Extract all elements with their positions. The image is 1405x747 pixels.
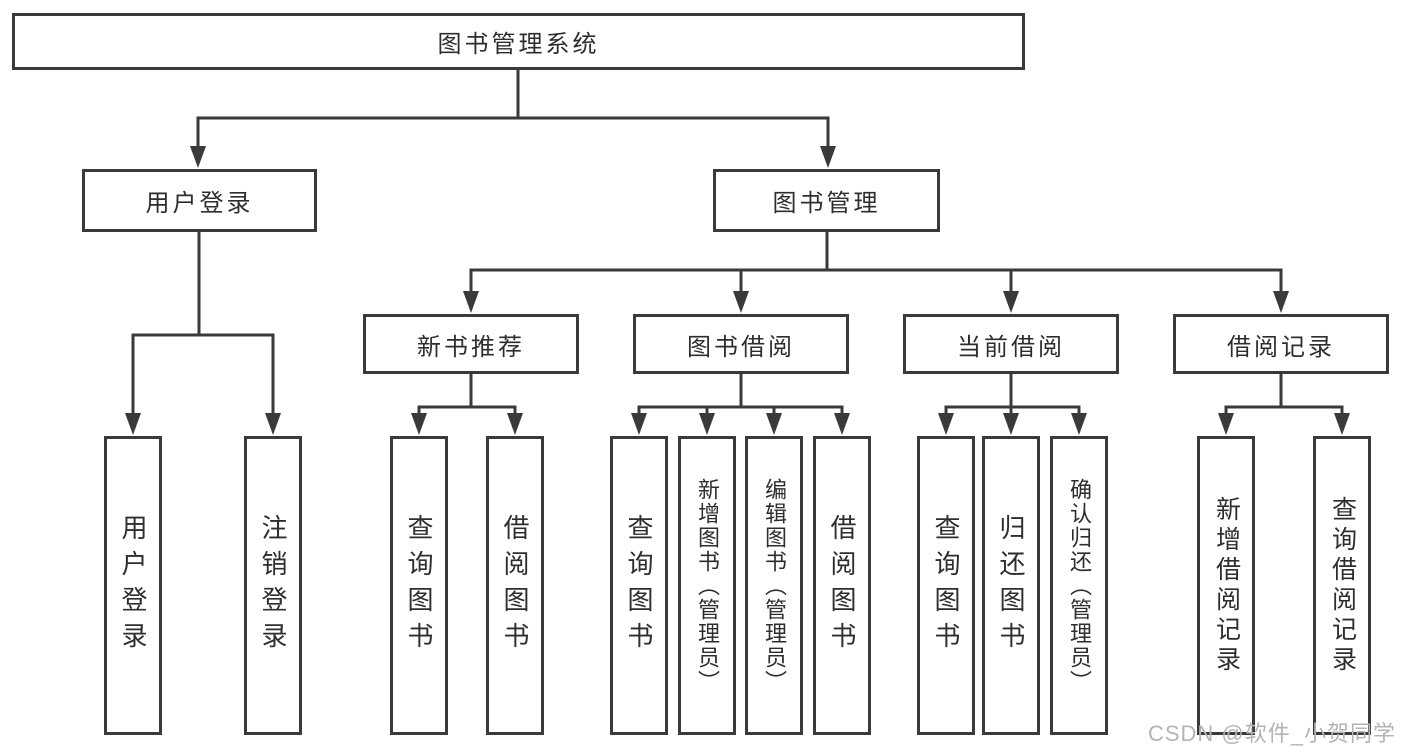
leaf-recommend-query-books: 查询图书 bbox=[390, 436, 448, 735]
connector-book-borrowing-to-leaves bbox=[631, 374, 850, 435]
node-label: 用户登录 bbox=[118, 513, 148, 658]
csdn-watermark: CSDN @软件_小贺同学 bbox=[1147, 721, 1396, 746]
node-library-management-system: 图书管理系统 bbox=[12, 13, 1025, 70]
node-label: 借阅记录 bbox=[1227, 333, 1335, 361]
connector-book-management-to-level3 bbox=[463, 232, 1289, 313]
leaf-add-borrow-record: 新增借阅记录 bbox=[1197, 436, 1255, 735]
node-label: 查询借阅记录 bbox=[1328, 495, 1357, 676]
node-label: 新书推荐 bbox=[417, 333, 525, 361]
leaf-recommend-borrow-books: 借阅图书 bbox=[486, 436, 544, 735]
connector-current-borrowing-to-leaves bbox=[938, 374, 1087, 435]
leaf-borrowing-query-books: 查询图书 bbox=[610, 436, 668, 735]
node-label: 新增借阅记录 bbox=[1212, 495, 1241, 676]
node-label: 查询图书 bbox=[404, 513, 434, 658]
leaf-return-books: 归还图书 bbox=[982, 436, 1040, 735]
connector-root-to-level2 bbox=[190, 70, 836, 168]
node-label: 查询图书 bbox=[931, 513, 961, 658]
node-current-borrowing: 当前借阅 bbox=[903, 314, 1119, 374]
connector-user-login-to-leaves bbox=[125, 232, 281, 435]
node-label: 归还图书 bbox=[996, 513, 1026, 658]
node-book-management: 图书管理 bbox=[713, 169, 940, 232]
leaf-edit-book-admin: 编辑图书（管理员） bbox=[745, 436, 803, 735]
leaf-logout: 注销登录 bbox=[244, 436, 302, 735]
node-label: 图书借阅 bbox=[687, 333, 795, 361]
leaf-query-borrow-record: 查询借阅记录 bbox=[1313, 436, 1371, 735]
leaf-add-book-admin: 新增图书（管理员） bbox=[678, 436, 736, 735]
node-label: 查询图书 bbox=[624, 513, 654, 658]
node-label: 图书管理 bbox=[772, 190, 881, 217]
node-label: 图书管理系统 bbox=[437, 31, 600, 58]
node-borrowing-records: 借阅记录 bbox=[1173, 314, 1389, 374]
node-label: 借阅图书 bbox=[500, 513, 530, 658]
leaf-confirm-return-admin: 确认归还（管理员） bbox=[1050, 436, 1108, 735]
leaf-current-query-books: 查询图书 bbox=[917, 436, 975, 735]
connector-borrowing-records-to-leaves bbox=[1218, 374, 1350, 435]
node-label: 新增图书（管理员） bbox=[695, 477, 720, 694]
node-label: 借阅图书 bbox=[827, 513, 857, 658]
node-label: 用户登录 bbox=[145, 190, 254, 217]
node-user-login: 用户登录 bbox=[82, 169, 317, 232]
leaf-user-login: 用户登录 bbox=[104, 436, 162, 735]
leaf-borrowing-borrow-books: 借阅图书 bbox=[813, 436, 871, 735]
node-label: 编辑图书（管理员） bbox=[762, 477, 787, 694]
node-label: 注销登录 bbox=[258, 513, 288, 658]
node-label: 确认归还（管理员） bbox=[1067, 477, 1092, 694]
node-label: 当前借阅 bbox=[957, 333, 1065, 361]
connector-new-book-recommend-to-leaves bbox=[411, 374, 523, 435]
node-new-book-recommend: 新书推荐 bbox=[363, 314, 579, 374]
node-book-borrowing: 图书借阅 bbox=[633, 314, 849, 374]
